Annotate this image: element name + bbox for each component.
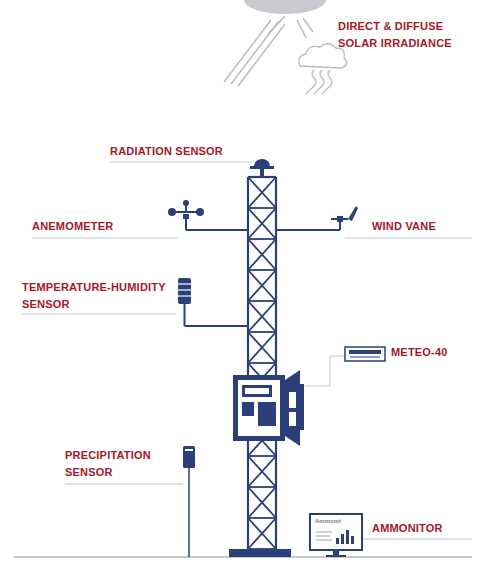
lattice-brace <box>248 362 276 364</box>
wind-vane <box>276 206 358 230</box>
precipitation-sensor <box>183 446 195 557</box>
temperature-humidity-sensor <box>178 278 248 326</box>
lattice-brace <box>248 518 276 549</box>
sensor-label: TEMPERATURE-HUMIDITY SENSOR <box>22 279 174 313</box>
lattice-brace <box>248 269 276 271</box>
lattice-brace <box>248 486 276 488</box>
lattice-tower <box>248 177 276 550</box>
lattice-brace <box>248 270 276 301</box>
sun-rays <box>224 16 313 86</box>
tower-base <box>229 549 291 557</box>
lattice-brace <box>248 177 276 208</box>
lattice-brace <box>248 517 276 519</box>
logger-label: METEO-40 <box>391 344 448 361</box>
logger-enclosure <box>233 370 304 446</box>
lattice-brace <box>248 301 276 332</box>
lattice-brace <box>248 332 276 363</box>
solar-irradiance-label: DIRECT & DIFFUSE SOLAR IRRADIANCE <box>338 18 466 52</box>
lattice-brace <box>248 300 276 302</box>
logo-text: Ammonit <box>315 518 341 525</box>
lattice-brace <box>248 456 276 487</box>
lattice-brace <box>248 487 276 518</box>
lattice-brace <box>248 270 276 301</box>
lattice-brace <box>248 518 276 549</box>
software-label: AMMONITOR <box>372 520 443 537</box>
ammonitor-screen <box>310 514 362 557</box>
meteo-40-logger <box>345 347 385 361</box>
diffuse-rays <box>306 70 332 94</box>
lattice-brace <box>248 487 276 518</box>
lattice-brace <box>248 238 276 240</box>
sensor-label: ANEMOMETER <box>32 218 113 235</box>
anemometer <box>168 200 248 230</box>
radiation-sensor <box>250 159 274 177</box>
sensor-label: PRECIPITATION SENSOR <box>65 447 173 481</box>
sensor-label: RADIATION SENSOR <box>110 143 223 160</box>
lattice-brace <box>248 239 276 270</box>
lattice-brace <box>248 332 276 363</box>
lattice-brace <box>248 239 276 270</box>
lattice-brace <box>248 455 276 457</box>
lattice-brace <box>248 207 276 209</box>
lattice-brace <box>248 301 276 332</box>
sensor-label: WIND VANE <box>372 218 436 235</box>
lattice-brace <box>248 208 276 239</box>
sun <box>244 0 326 14</box>
lattice-brace <box>248 331 276 333</box>
lattice-brace <box>248 208 276 239</box>
lattice-brace <box>248 177 276 208</box>
lattice-brace <box>248 456 276 487</box>
